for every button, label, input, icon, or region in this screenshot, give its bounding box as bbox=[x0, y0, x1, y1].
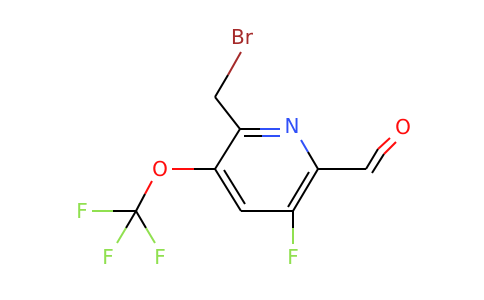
bond-cf3-f3-green bbox=[145, 227, 156, 244]
bond-br-ch2-brown bbox=[227, 51, 242, 76]
bond-o-cf3-red bbox=[144, 180, 153, 195]
bond-cho-o-b-red bbox=[383, 141, 397, 155]
bond-cho-o-a-red bbox=[377, 137, 391, 150]
bond-cf3-f2 bbox=[125, 210, 137, 229]
atom-label-f2: F bbox=[102, 245, 114, 269]
bond-cf3-f3 bbox=[135, 210, 147, 229]
bond-c6-c5-inner bbox=[287, 171, 310, 208]
bond-n-c6 bbox=[307, 151, 319, 170]
bond-n-c6-blue bbox=[300, 139, 309, 153]
bond-c6-c5 bbox=[292, 168, 319, 212]
atom-label-f3: F bbox=[154, 245, 166, 269]
bond-cf3-f2-green bbox=[116, 227, 127, 244]
bond-c4-c3-inner bbox=[223, 169, 246, 205]
bond-br-ch2 bbox=[214, 74, 229, 98]
atom-label-n: N bbox=[285, 114, 300, 138]
bond-cho-o-b bbox=[371, 153, 385, 174]
bond-cho-o-a bbox=[365, 148, 379, 170]
atom-label-f1: F bbox=[76, 199, 88, 223]
atom-label-f-ring: F bbox=[287, 245, 299, 269]
bond-o-cf3 bbox=[135, 193, 146, 212]
atom-labels: Br N O O F F F F bbox=[76, 25, 411, 269]
bond-c4-c3 bbox=[214, 168, 242, 212]
bond-ch2-c2 bbox=[214, 96, 241, 130]
bonds bbox=[92, 51, 397, 244]
atom-label-br: Br bbox=[231, 25, 254, 49]
atom-label-o-aldehyde: O bbox=[395, 115, 411, 139]
bond-c3-c2 bbox=[214, 128, 241, 170]
atom-label-o-ether: O bbox=[152, 157, 168, 181]
